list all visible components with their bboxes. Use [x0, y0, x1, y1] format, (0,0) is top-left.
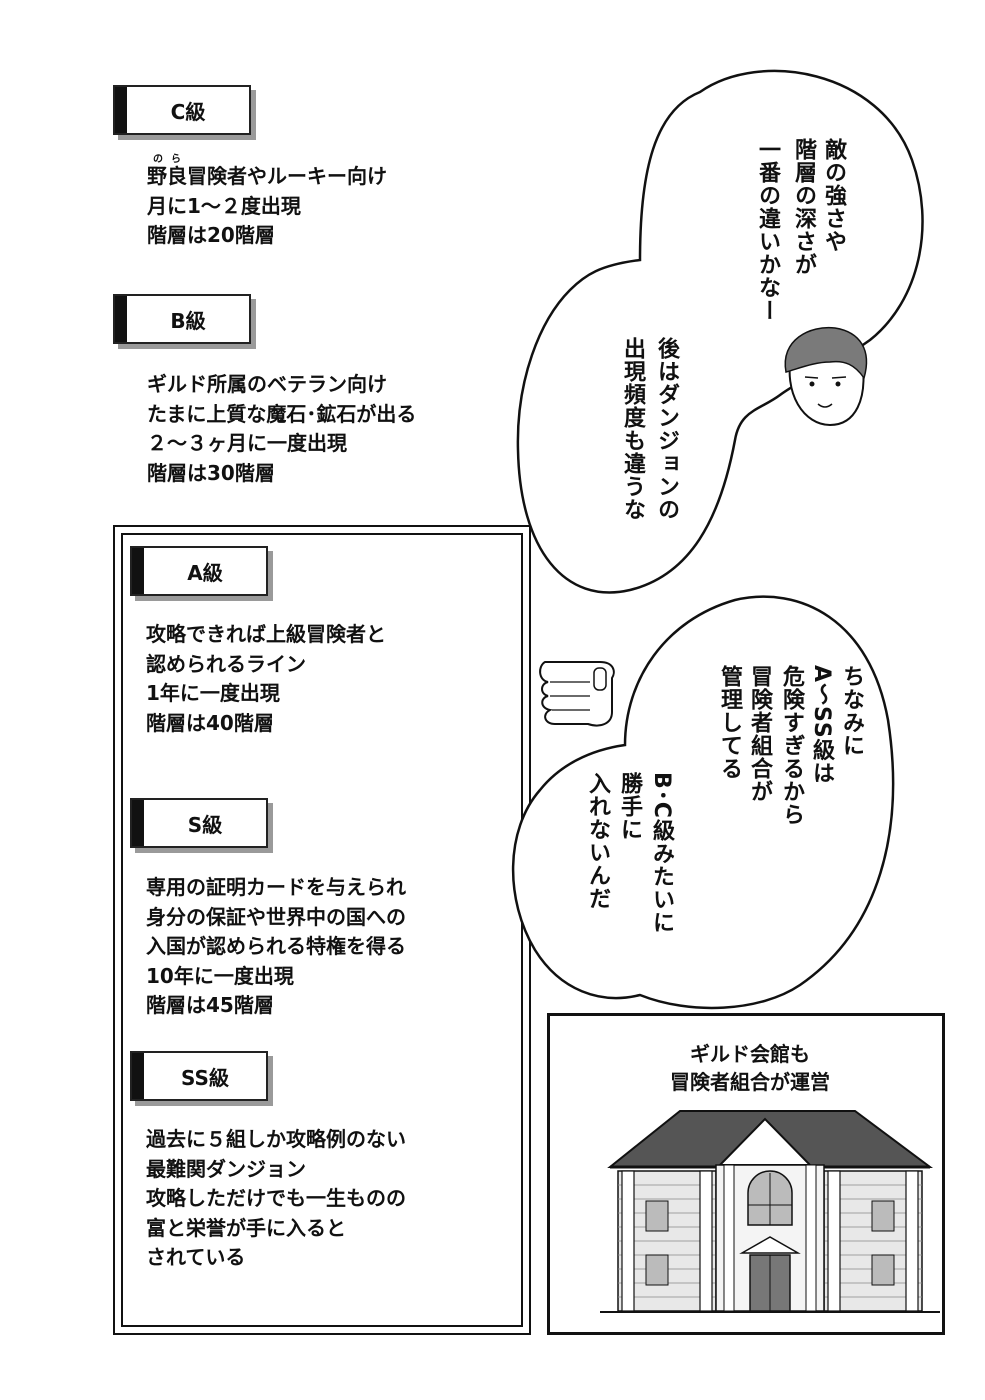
- rank-a-description: 攻略できれば上級冒険者と 認められるライン 1年に一度出現 階層は40階層: [146, 620, 386, 738]
- desc-line: 階層は30階層: [147, 460, 275, 485]
- desc-line: ２〜３ヶ月に一度出現: [147, 431, 347, 455]
- rank-label-text: B級: [170, 308, 206, 333]
- desc-line: 富と栄誉が手に入ると: [146, 1215, 346, 1240]
- rank-ss-description: 過去に５組しか攻略例のない 最難関ダンジョン 攻略しただけでも一生ものの 富と栄…: [146, 1125, 406, 1273]
- rank-c-description: 野良冒険者やルーキー向け 月に1〜２度出現 階層は20階層: [147, 162, 387, 251]
- dialogue-bottom-col3: 危険すぎるから: [779, 665, 804, 826]
- dialogue-bottom-col2: A〜SS級は: [809, 665, 834, 785]
- dialogue-bottom-col4: 冒険者組合が: [747, 665, 772, 803]
- dialogue-top-col4: 後はダンジョンの: [654, 337, 679, 521]
- dialogue-bottom-col6: B･C級みたいに: [649, 772, 674, 934]
- furigana: のら: [153, 154, 189, 165]
- rank-b-description: ギルド所属のベテラン向け たまに上質な魔石･鉱石が出る ２〜３ヶ月に一度出現 階…: [147, 370, 416, 488]
- desc-line: 1年に一度出現: [146, 681, 280, 705]
- label-bar: [132, 548, 144, 594]
- rank-label-c: C級: [113, 85, 251, 135]
- desc-line: 階層は40階層: [146, 710, 274, 735]
- rank-label-s: S級: [130, 798, 268, 848]
- desc-line: 10年に一度出現: [146, 963, 294, 988]
- label-bar: [132, 1053, 144, 1099]
- character-head-icon: [784, 326, 868, 427]
- rank-s-description: 専用の証明カードを与えられ 身分の保証や世界中の国への 入国が認められる特権を得…: [146, 873, 406, 1021]
- pointing-hand-icon: [539, 661, 615, 727]
- dialogue-top-col1: 敵の強さや: [821, 138, 846, 253]
- desc-line: 攻略できれば上級冒険者と: [146, 622, 386, 646]
- desc-line: 専用の証明カードを与えられ: [146, 875, 406, 899]
- caption-line: ギルド会館も: [690, 1042, 810, 1066]
- desc-line: 身分の保証や世界中の国への: [146, 904, 406, 929]
- rank-label-b: B級: [113, 294, 251, 344]
- dialogue-bottom-col8: 入れないんだ: [585, 772, 610, 910]
- desc-line: 入国が認められる特権を得る: [146, 934, 406, 958]
- guild-hall-caption: ギルド会館も 冒険者組合が運営: [600, 1040, 900, 1096]
- desc-line: 階層は45階層: [146, 993, 274, 1017]
- desc-line: 野良冒険者やルーキー向け: [147, 164, 387, 188]
- rank-label-text: C級: [170, 99, 206, 124]
- high-rank-frame-inner: [121, 533, 523, 1327]
- label-bar: [132, 800, 144, 846]
- dialogue-bottom-col5: 管理してる: [717, 665, 742, 780]
- dialogue-top-col5: 出現頻度も違うな: [620, 337, 645, 521]
- desc-line: されている: [146, 1245, 246, 1269]
- caption-line: 冒険者組合が運営: [670, 1070, 830, 1094]
- desc-line: 月に1〜２度出現: [147, 193, 301, 218]
- dialogue-bottom-col7: 勝手に: [617, 772, 642, 841]
- label-bar: [115, 87, 127, 133]
- dialogue-top-col2: 階層の深さが: [791, 138, 816, 276]
- desc-line: たまに上質な魔石･鉱石が出る: [147, 401, 417, 426]
- desc-line: 過去に５組しか攻略例のない: [146, 1127, 406, 1151]
- dialogue-top-col3: 一番の違いかなー: [755, 138, 780, 322]
- desc-line: 階層は20階層: [147, 223, 275, 247]
- rank-label-a: A級: [130, 546, 268, 596]
- desc-line: 攻略しただけでも一生ものの: [146, 1186, 406, 1210]
- speech-bubble-bottom: [511, 595, 895, 1010]
- desc-line: 認められるライン: [146, 651, 306, 676]
- guild-hall-building-illustration: [600, 1110, 940, 1313]
- rank-label-ss: SS級: [130, 1051, 268, 1101]
- rank-label-text: A級: [187, 560, 223, 585]
- rank-label-text: S級: [187, 812, 223, 837]
- desc-line: 最難関ダンジョン: [146, 1156, 306, 1181]
- rank-label-text: SS級: [181, 1065, 229, 1090]
- desc-line: ギルド所属のベテラン向け: [147, 372, 387, 396]
- speech-bubble-top: [516, 69, 924, 594]
- label-bar: [115, 296, 127, 342]
- dialogue-bottom-col1: ちなみに: [839, 665, 864, 757]
